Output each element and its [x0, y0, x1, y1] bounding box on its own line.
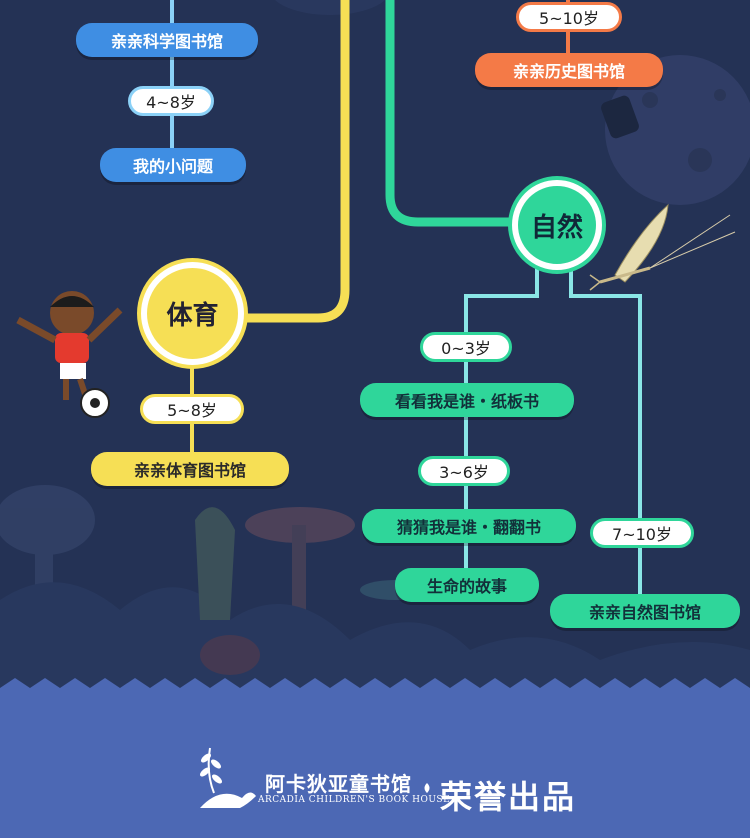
nature-book-qinqin-library[interactable]: 亲亲自然图书馆 [550, 594, 740, 628]
nature-category-circle[interactable]: 自然 [512, 180, 602, 270]
child-football-illustration [10, 285, 130, 420]
nature-age-badge-0-3: 0~3岁 [420, 332, 512, 362]
nature-book-board-book[interactable]: 看看我是谁・纸板书 [360, 383, 574, 417]
history-book-qinqin-library[interactable]: 亲亲历史图书馆 [475, 53, 663, 87]
science-age-badge: 4~8岁 [128, 86, 214, 116]
nature-book-lift-the-flap[interactable]: 猜猜我是谁・翻翻书 [362, 509, 576, 543]
sports-book-qinqin-library[interactable]: 亲亲体育图书馆 [91, 452, 289, 486]
brand-name-en: ARCADIA CHILDREN'S BOOK HOUSE [258, 795, 450, 805]
science-book-qinqin-library[interactable]: 亲亲科学图书馆 [76, 23, 258, 57]
arcadia-logo-icon [180, 738, 260, 813]
science-book-my-little-questions[interactable]: 我的小问题 [100, 148, 246, 182]
sports-age-badge: 5~8岁 [140, 394, 244, 424]
leaf-separator-icon [422, 783, 432, 793]
nature-age-badge-7-10: 7~10岁 [590, 518, 694, 548]
honor-production-label: 荣誉出品 [440, 772, 576, 818]
mayfly-illustration [590, 205, 735, 290]
sports-category-circle[interactable]: 体育 [141, 262, 244, 365]
nature-age-badge-3-6: 3~6岁 [418, 456, 510, 486]
nature-book-story-of-life[interactable]: 生命的故事 [395, 568, 539, 602]
brand-name-cn: 阿卡狄亚童书馆 [265, 768, 412, 797]
history-age-badge: 5~10岁 [516, 2, 622, 32]
